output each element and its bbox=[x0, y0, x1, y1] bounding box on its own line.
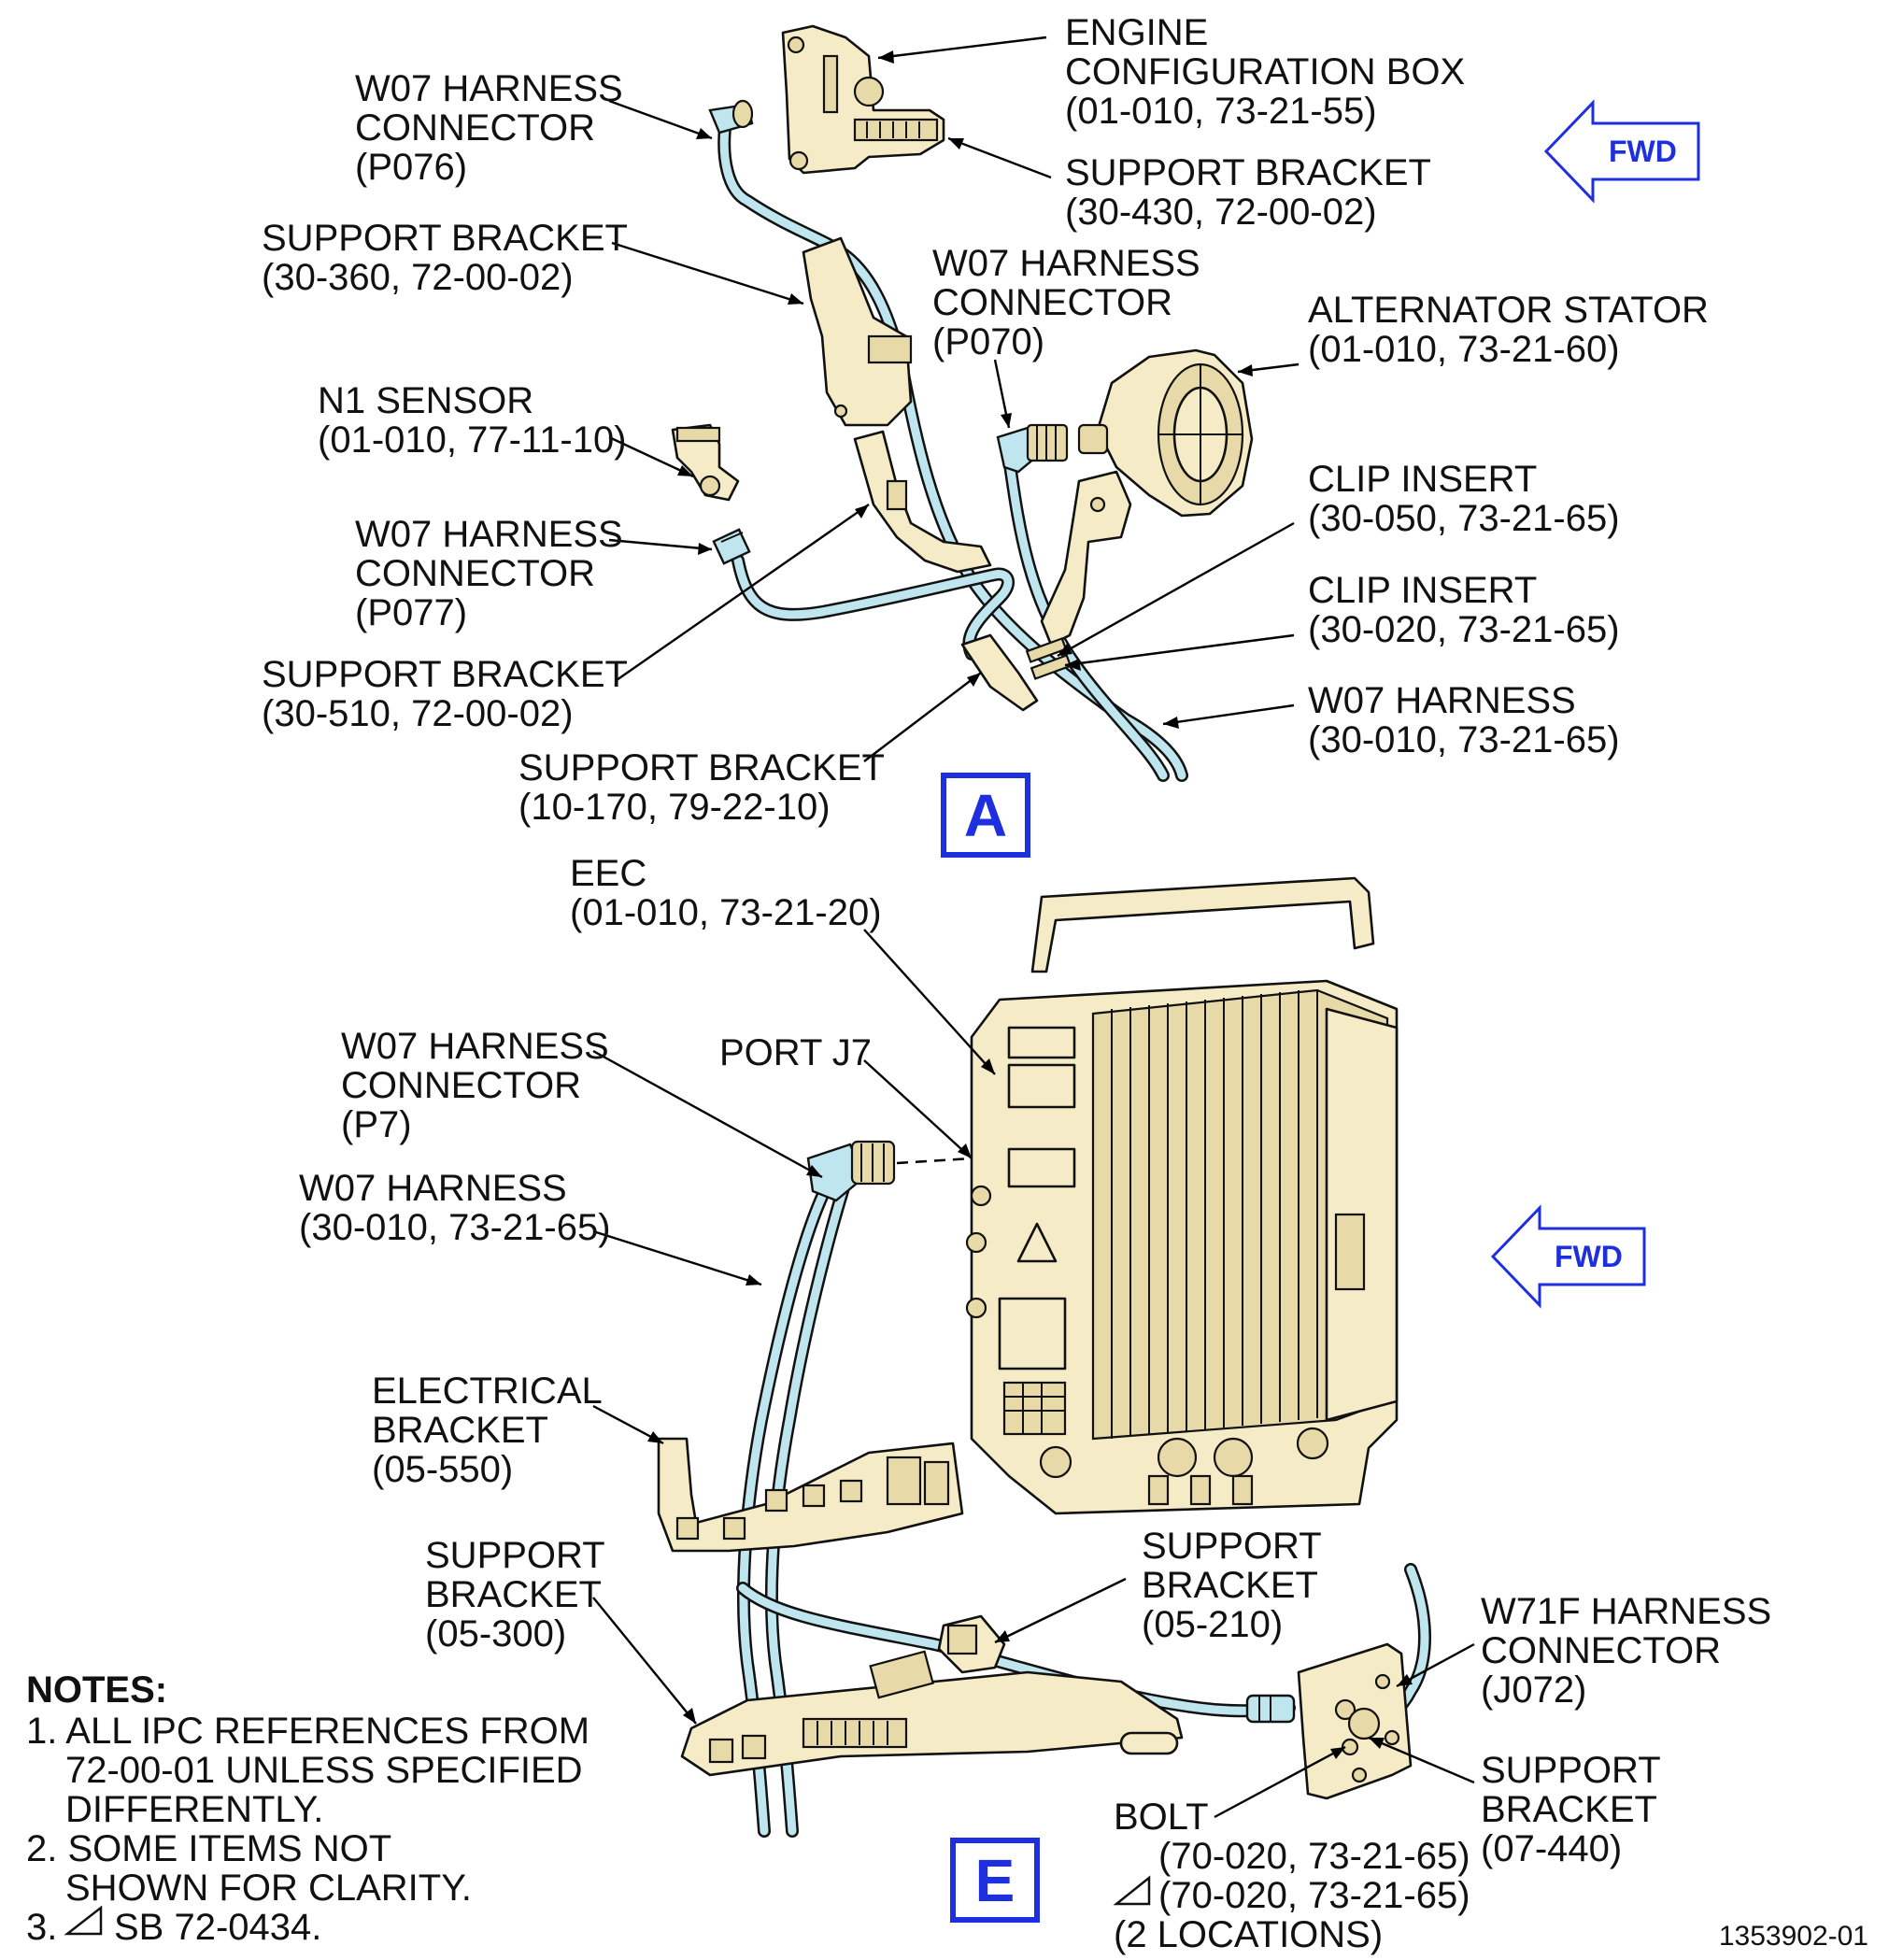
w07-connector-p077 bbox=[712, 528, 751, 565]
view-label-e: E bbox=[950, 1838, 1040, 1923]
notes-block: NOTES: 1. ALL IPC REFERENCES FROM 72-00-… bbox=[26, 1669, 589, 1948]
fwd-arrow-view-a: FWD bbox=[1543, 99, 1700, 204]
leader-lines bbox=[592, 36, 1475, 1819]
callout-support-bracket-210: SUPPORT BRACKET (05-210) bbox=[1142, 1526, 1331, 1645]
eec-unit bbox=[965, 979, 1399, 1515]
w07-connector-p7 bbox=[806, 1140, 973, 1202]
leader-w07-harness-a bbox=[1162, 703, 1295, 726]
leader-p077 bbox=[608, 538, 713, 551]
w07-connector-p070 bbox=[996, 423, 1069, 474]
note-3-number: 3. bbox=[26, 1907, 57, 1948]
callout-clip-insert-050: CLIP INSERT (30-050, 73-21-65) bbox=[1308, 459, 1620, 539]
leader-eec bbox=[863, 929, 996, 1075]
callout-engine-config-box: ENGINE CONFIGURATION BOX (01-010, 73-21-… bbox=[1065, 12, 1475, 132]
note-1-line-3: DIFFERENTLY. bbox=[65, 1789, 323, 1830]
leader-support-bracket-300 bbox=[592, 1597, 697, 1725]
view-label-a: A bbox=[941, 773, 1030, 858]
electrical-bracket-05-550 bbox=[657, 1437, 964, 1553]
note-1-line-2: 72-00-01 UNLESS SPECIFIED bbox=[65, 1750, 583, 1791]
callout-support-bracket-430: SUPPORT BRACKET (30-430, 72-00-02) bbox=[1065, 152, 1441, 233]
callout-port-j7: PORT J7 bbox=[719, 1032, 872, 1073]
callout-w07-connector-p7: W07 HARNESS CONNECTOR (P7) bbox=[341, 1026, 619, 1145]
leader-port-j7 bbox=[863, 1059, 973, 1159]
support-bracket-10-170 bbox=[960, 633, 1072, 712]
eec-front-panel bbox=[998, 1026, 1076, 1436]
leader-support-bracket-440 bbox=[1368, 1736, 1475, 1784]
eec-cooling-fins bbox=[1111, 990, 1318, 1439]
note-2-line-1: 2. SOME ITEMS NOT bbox=[26, 1828, 391, 1869]
support-bracket-30-510 bbox=[853, 430, 992, 574]
view-a-w07-harness bbox=[717, 107, 1188, 782]
callout-w07-harness-e: W07 HARNESS (30-010, 73-21-65) bbox=[299, 1168, 611, 1248]
leader-support-bracket-210 bbox=[994, 1577, 1127, 1644]
w07-connector-p076 bbox=[708, 99, 754, 135]
leader-support-bracket-360 bbox=[611, 241, 804, 305]
view-a-artwork bbox=[671, 24, 1254, 782]
callout-bolt: BOLT (70-020, 73-21-65) (70-020, 73-21-6… bbox=[1114, 1797, 1481, 1955]
support-bracket-05-210 bbox=[937, 1614, 1006, 1674]
engine-configuration-box bbox=[781, 24, 945, 175]
callout-support-bracket-300: SUPPORT BRACKET (05-300) bbox=[425, 1535, 615, 1655]
alternator-stator bbox=[1077, 348, 1254, 518]
effectivity-symbol-bolt bbox=[1113, 1875, 1151, 1906]
callout-w07-connector-p077: W07 HARNESS CONNECTOR (P077) bbox=[355, 514, 633, 633]
note-3-text: SB 72-0434. bbox=[114, 1907, 321, 1948]
callout-support-bracket-440: SUPPORT BRACKET (07-440) bbox=[1481, 1750, 1670, 1869]
fwd-label-e: FWD bbox=[1555, 1240, 1623, 1273]
leader-support-bracket-170 bbox=[863, 672, 982, 762]
fwd-label-a: FWD bbox=[1609, 135, 1677, 168]
leader-engine-config-box bbox=[877, 36, 1047, 60]
n1-sensor bbox=[671, 423, 740, 502]
callout-support-bracket-360: SUPPORT BRACKET (30-360, 72-00-02) bbox=[262, 218, 637, 298]
leader-bolt bbox=[1214, 1745, 1346, 1819]
eec-bottom-connectors bbox=[1039, 1427, 1329, 1506]
leader-support-bracket-510 bbox=[616, 504, 870, 681]
leader-n1-sensor bbox=[608, 435, 694, 478]
callout-support-bracket-170: SUPPORT BRACKET (10-170, 79-22-10) bbox=[518, 747, 894, 828]
figure-number: 1353902-01 bbox=[1719, 1921, 1868, 1952]
callout-support-bracket-510: SUPPORT BRACKET (30-510, 72-00-02) bbox=[262, 654, 637, 734]
port-j7 bbox=[970, 1185, 992, 1207]
notes-heading: NOTES: bbox=[26, 1669, 167, 1711]
clip-insert-bracket bbox=[1040, 470, 1132, 646]
callout-w71f-connector: W71F HARNESS CONNECTOR (J072) bbox=[1481, 1591, 1782, 1711]
callout-eec: EEC (01-010, 73-21-20) bbox=[570, 853, 882, 933]
view-e-artwork bbox=[657, 876, 1431, 1838]
note-1-line-1: 1. ALL IPC REFERENCES FROM bbox=[26, 1711, 589, 1752]
leader-support-bracket-430 bbox=[947, 136, 1052, 179]
leader-clip-insert-020 bbox=[1064, 633, 1295, 667]
fwd-arrow-view-e: FWD bbox=[1490, 1204, 1646, 1309]
note-2-line-2: SHOWN FOR CLARITY. bbox=[65, 1868, 472, 1909]
effectivity-symbol-note bbox=[64, 1905, 103, 1936]
callout-alternator-stator: ALTERNATOR STATOR (01-010, 73-21-60) bbox=[1308, 290, 1719, 370]
leader-p076 bbox=[608, 99, 713, 140]
callout-electrical-bracket: ELECTRICAL BRACKET (05-550) bbox=[372, 1371, 611, 1490]
view-a-letter: A bbox=[964, 782, 1007, 849]
bolt bbox=[1341, 1738, 1359, 1756]
callout-clip-insert-020: CLIP INSERT (30-020, 73-21-65) bbox=[1308, 570, 1620, 650]
eec-handle bbox=[1030, 876, 1375, 973]
callout-w07-connector-p076: W07 HARNESS CONNECTOR (P076) bbox=[355, 68, 633, 188]
w71f-connector-j072 bbox=[1245, 1694, 1381, 1740]
support-bracket-05-300 bbox=[680, 1650, 1184, 1777]
leader-clip-insert-050 bbox=[1057, 521, 1295, 658]
callout-w07-connector-p070: W07 HARNESS CONNECTOR (P070) bbox=[932, 243, 1211, 362]
callout-w07-harness-a: W07 HARNESS (30-010, 73-21-65) bbox=[1308, 680, 1620, 760]
leader-w07-harness-e bbox=[592, 1229, 762, 1286]
callout-n1-sensor: N1 SENSOR (01-010, 77-11-10) bbox=[318, 380, 627, 461]
leader-p7 bbox=[592, 1049, 823, 1179]
support-bracket-30-360 bbox=[802, 236, 913, 427]
view-e-letter: E bbox=[975, 1847, 1016, 1914]
